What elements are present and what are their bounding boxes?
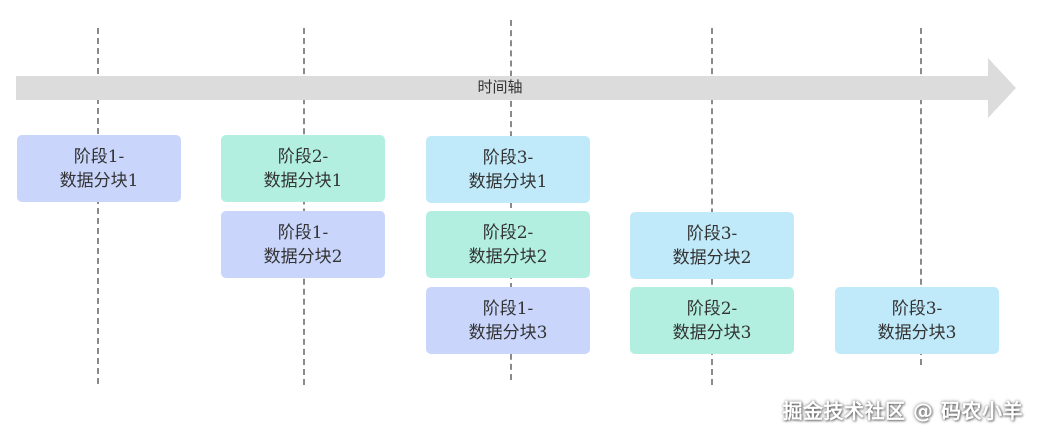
block-stage2-chunk2: 阶段2- 数据分块2	[426, 211, 590, 278]
watermark: 掘金技术社区 @ 码农小羊	[782, 399, 1023, 423]
block-stage-label: 阶段2-	[686, 298, 738, 319]
block-stage1-chunk2: 阶段1- 数据分块2	[221, 211, 385, 278]
block-stage2-chunk3: 阶段2- 数据分块3	[630, 287, 794, 354]
block-stage3-chunk1: 阶段3- 数据分块1	[426, 136, 590, 203]
block-stage2-chunk1: 阶段2- 数据分块1	[221, 135, 385, 202]
time-divider-1	[97, 28, 99, 384]
timeline-label: 时间轴	[477, 78, 523, 96]
block-stage-label: 阶段1-	[277, 222, 329, 243]
block-chunk-label: 数据分块3	[877, 322, 957, 343]
block-stage-label: 阶段3-	[482, 147, 534, 168]
block-chunk-label: 数据分块1	[263, 170, 343, 191]
block-chunk-label: 数据分块1	[59, 170, 139, 191]
block-chunk-label: 数据分块3	[672, 322, 752, 343]
block-chunk-label: 数据分块2	[263, 246, 343, 267]
timeline-arrow-shape	[16, 58, 1016, 118]
block-chunk-label: 数据分块1	[468, 171, 548, 192]
block-stage-label: 阶段1-	[73, 146, 125, 167]
block-stage3-chunk2: 阶段3- 数据分块2	[630, 212, 794, 279]
block-stage-label: 阶段3-	[891, 298, 943, 319]
block-chunk-label: 数据分块2	[672, 247, 752, 268]
block-stage-label: 阶段1-	[482, 298, 534, 319]
time-divider-2	[303, 28, 305, 385]
block-stage3-chunk3: 阶段3- 数据分块3	[835, 287, 999, 354]
block-chunk-label: 数据分块3	[468, 322, 548, 343]
block-stage1-chunk1: 阶段1- 数据分块1	[17, 135, 181, 202]
block-stage1-chunk3: 阶段1- 数据分块3	[426, 287, 590, 354]
block-stage-label: 阶段3-	[686, 223, 738, 244]
time-divider-4	[711, 28, 713, 385]
block-stage-label: 阶段2-	[482, 222, 534, 243]
time-divider-5	[920, 28, 922, 365]
block-chunk-label: 数据分块2	[468, 246, 548, 267]
block-stage-label: 阶段2-	[277, 146, 329, 167]
